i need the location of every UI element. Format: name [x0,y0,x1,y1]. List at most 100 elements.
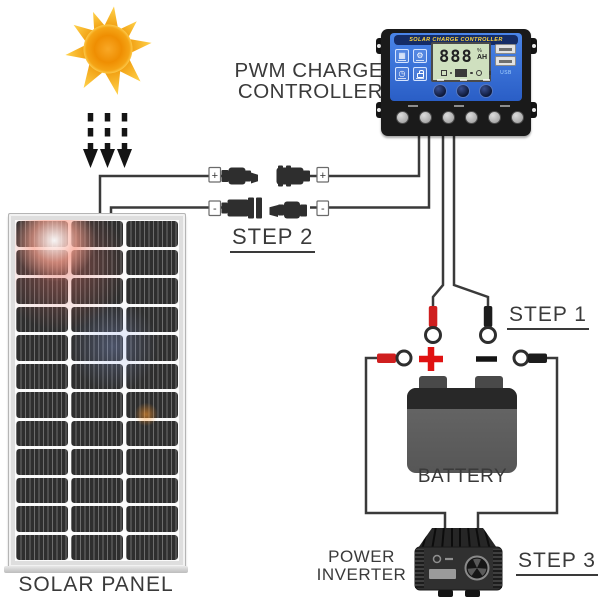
panel-cell [16,420,68,446]
up-button[interactable] [456,84,470,98]
ring-terminal-icon [395,349,413,367]
mounting-ear [376,102,385,118]
panel-cell [16,477,68,503]
panel-cell [71,335,123,361]
mc4-female-connector-icon [221,197,262,219]
wire-controller-pv-negative [310,134,431,209]
panel-cell [126,506,178,532]
inverter-foot [438,590,453,597]
panel-cell [126,363,178,389]
flow-dot-icon [449,71,452,75]
panel-cell [126,392,178,418]
lcd-value: 888 [439,47,473,67]
clock-icon: ◷ [395,67,409,81]
ring-terminal-icon [512,349,530,367]
step1-label: STEP 1 [507,303,589,330]
panel-cell [71,221,123,247]
mounting-ear [528,102,537,118]
panel-base [4,566,188,573]
mounting-ear [528,38,537,54]
mc4-female-connector-icon [276,165,310,187]
inverter-label-line2: INVERTER [316,564,407,584]
panel-cell [71,534,123,560]
load-status-icon [475,70,482,76]
panel-cell [16,249,68,275]
controller-banner: SOLAR CHARGE CONTROLLER [394,35,518,45]
terminal-caption [500,105,510,107]
panel-cell [16,306,68,332]
panel-cell [71,420,123,446]
battery-lugs [377,347,547,371]
wire-controller-pv-positive [310,134,421,178]
panel-cell [16,449,68,475]
fan-icon [464,555,490,581]
plus-icon [419,347,443,371]
step3-label: STEP 3 [516,549,598,576]
solar-panel-label: SOLAR PANEL [18,573,174,596]
lcd-status-icons [433,69,489,77]
inverter-side-ribs [493,549,502,588]
mc4-connectors [221,165,310,219]
sun-icon [65,6,152,95]
mc4-male-connector-icon [221,167,258,185]
down-button[interactable] [479,84,493,98]
wire-controller-batt-negative [452,134,490,309]
inverter-label-line1: POWER [328,547,395,566]
terminal-screw[interactable] [510,111,524,124]
panel-cell [16,392,68,418]
power-inverter-label: POWER INVERTER [313,548,410,583]
red-terminal-sleeve-icon [428,306,438,327]
terminal-screw[interactable] [464,111,478,124]
terminal-screw[interactable] [487,111,501,124]
red-terminal-sleeve-icon [377,353,396,363]
wire-controller-batt-positive [431,134,445,309]
sunlight-arrows-icon [83,113,132,168]
lock-icon [413,67,427,81]
inverter-side-ribs [415,549,424,588]
gear-icon: ⚙ [413,49,427,63]
panel-cell [126,278,178,304]
terminal-screw[interactable] [395,111,409,124]
lcd-unit-ah: AH [477,54,488,61]
inverter-foot [465,590,480,597]
step2-label: STEP 2 [230,224,316,253]
charge-controller: SOLAR CHARGE CONTROLLER ▦ ⚙ ◷ 888 % AH U… [375,28,538,138]
panel-cell [71,392,123,418]
panel-status-icon [440,70,447,76]
pwm-label-line1: PWM CHARGE [234,59,383,82]
inverter-display [429,569,456,579]
usb-ports [495,44,517,69]
panel-cell [16,335,68,361]
tag-top-left: + [212,170,218,182]
battery-status-icon [455,69,467,77]
solar-panel-icon: ▦ [395,49,409,63]
pwm-label-line2: CONTROLLER [237,80,383,103]
black-terminal-sleeve-icon [528,353,547,363]
battery-label: BATTERY [417,466,508,487]
panel-cell [126,249,178,275]
solar-panel [8,213,186,568]
panel-cell [126,221,178,247]
terminal-caption [454,105,464,107]
wire-battery-inverter-positive [364,356,447,528]
terminal-screw[interactable] [441,111,455,124]
ring-terminals-step1 [424,306,497,344]
power-inverter [414,528,503,597]
panel-cell [126,534,178,560]
panel-cell [71,449,123,475]
menu-button[interactable] [433,84,447,98]
wire-panel-positive [98,174,222,216]
usb-port-icon [495,56,516,66]
panel-cell [16,534,68,560]
terminal-screw[interactable] [418,111,432,124]
battery-post [419,376,447,391]
usb-label: USB [500,70,512,76]
mounting-ear [376,38,385,54]
button-caption [436,79,444,81]
mc4-male-connector-icon [269,201,307,219]
panel-cell [71,506,123,532]
panel-cell [16,363,68,389]
button-caption [482,79,490,81]
pwm-controller-label: PWM CHARGE CONTROLLER [228,60,383,102]
panel-cell [126,306,178,332]
